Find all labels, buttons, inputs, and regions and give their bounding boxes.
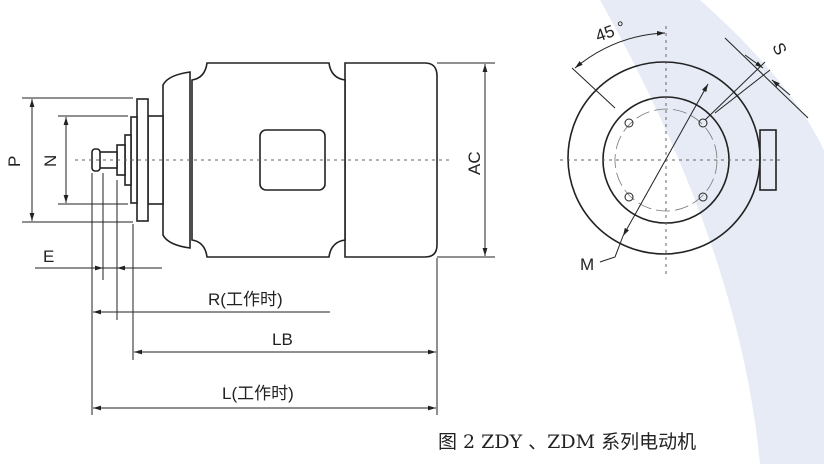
motor-end-view	[560, 26, 809, 278]
label-ac: AC	[465, 151, 484, 175]
label-m: M	[580, 255, 594, 274]
label-s: S	[768, 40, 790, 58]
bolt-hole	[624, 192, 634, 202]
shaft	[98, 151, 118, 169]
label-n: N	[41, 155, 60, 167]
front-end-bell	[162, 71, 191, 249]
label-p: P	[5, 156, 24, 167]
dimension-lines	[22, 62, 495, 415]
background-band	[600, 0, 824, 464]
label-e: E	[43, 247, 54, 266]
label-lb: LB	[272, 330, 293, 349]
label-r: R(工作时)	[208, 290, 283, 309]
label-l: L(工作时)	[222, 384, 294, 403]
figure-caption: 图 2 ZDY 、ZDM 系列电动机	[438, 431, 696, 453]
bolt-hole	[624, 118, 634, 128]
